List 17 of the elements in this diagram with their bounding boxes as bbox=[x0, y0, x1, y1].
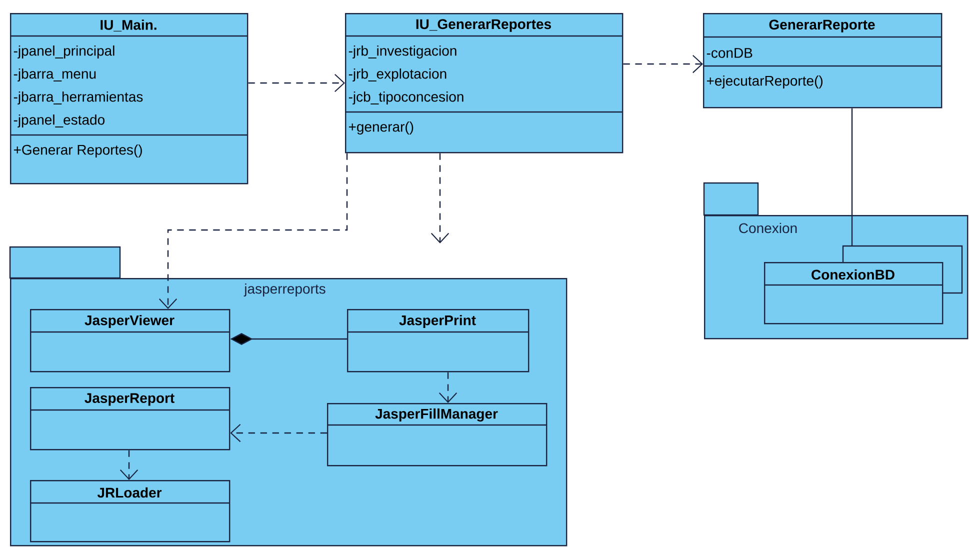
dependency-arrow bbox=[248, 74, 345, 92]
dependency-arrow bbox=[430, 153, 450, 244]
dependency-arrow bbox=[438, 372, 458, 403]
class-box: JasperPrint bbox=[347, 309, 530, 372]
class-box: JRLoader bbox=[30, 480, 230, 542]
association-line bbox=[851, 108, 853, 246]
class-box: ConexionBD bbox=[764, 245, 963, 324]
dependency-arrow bbox=[623, 54, 704, 74]
dependency-arrow bbox=[120, 450, 138, 480]
class-box: JasperViewer bbox=[30, 309, 230, 372]
class-box: JasperFillManager bbox=[327, 403, 548, 466]
class-box: GenerarReporte -conDB +ejecutarReporte() bbox=[703, 13, 942, 108]
class-box: JasperReport bbox=[30, 387, 230, 450]
class-box: IU_Main. -jpanel_principal -jbarra_menu -jbarra_herramientas -jpanel_estado +Generar Reportes() bbox=[10, 13, 248, 184]
dependency-arrow bbox=[230, 424, 327, 442]
dependency-arrow bbox=[158, 153, 348, 309]
class-box: IU_GenerarReportes -jrb_investigacion -jrb_explotacion -jcb_tipoconcesion +generar() bbox=[345, 13, 624, 154]
